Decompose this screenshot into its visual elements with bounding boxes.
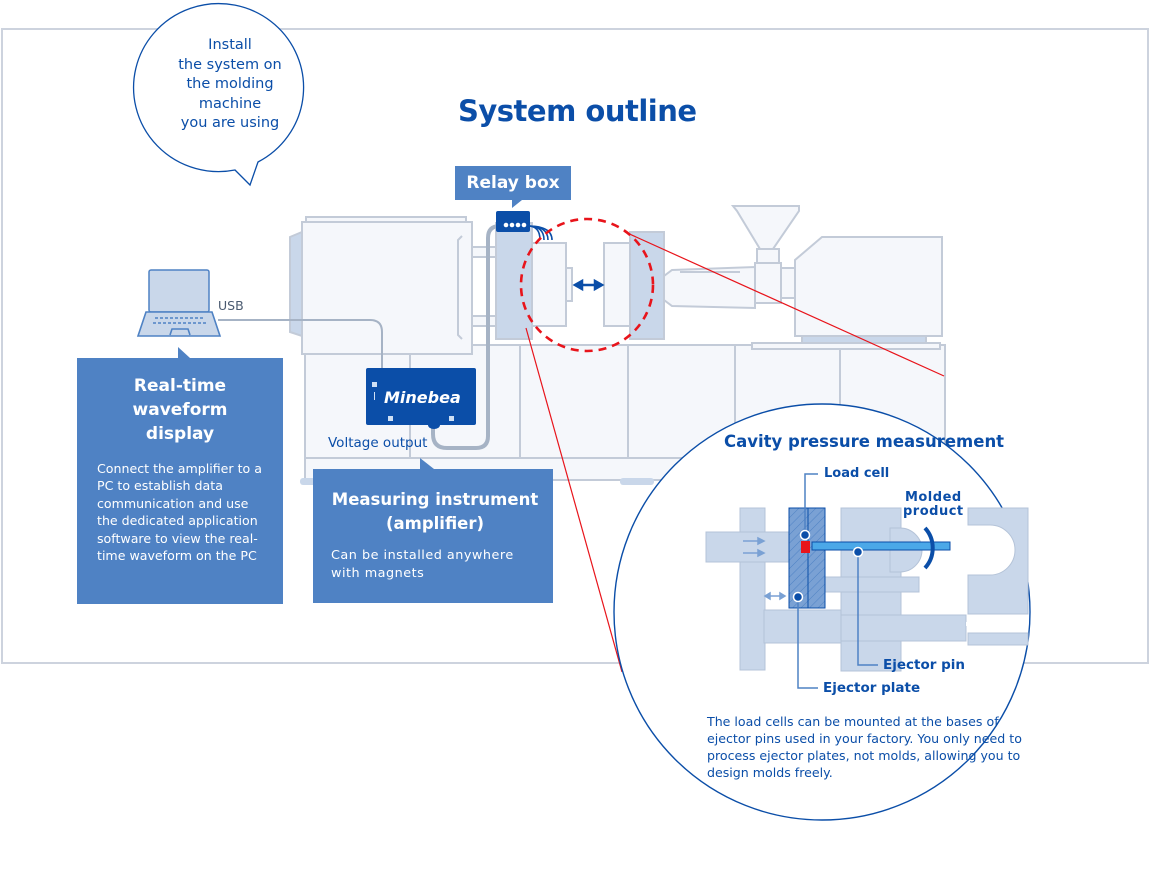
load-cell-label: Load cell (824, 466, 890, 481)
cavity-title: Cavity pressure measurement (724, 432, 1005, 451)
ejector-plate (788, 507, 826, 609)
relay-box-label: Relay box (455, 166, 571, 200)
load-cell (801, 541, 810, 553)
ejector-plate-label: Ejector plate (823, 680, 921, 696)
mold-open-arrow-icon (572, 278, 605, 292)
leader-lines (797, 473, 878, 689)
ejector-pin-label: Ejector pin (883, 657, 965, 673)
relay-callout-pointer (512, 200, 522, 208)
amplifier-brand-logo: Minebea (384, 388, 461, 407)
speech-bubble-text: Install the system on the molding machin… (165, 36, 295, 134)
flow-arrows-icon (743, 536, 787, 601)
callout-body: Can be installed anywhere with magnets (331, 548, 514, 581)
bubble-line: the molding (186, 76, 274, 92)
bubble-line: you are using (180, 115, 280, 131)
callout-heading: Measuring instrument (amplifier) (331, 490, 539, 533)
bubble-line: Install (208, 37, 252, 53)
leader-dots (792, 529, 864, 603)
measuring-instrument-callout: Measuring instrument (amplifier) Can be … (313, 469, 553, 603)
molded-product (923, 526, 935, 570)
ejector-pin (811, 541, 951, 551)
bubble-line: the system on (178, 56, 282, 73)
amplifier-device (366, 368, 476, 429)
molded-product-label: Molded product (903, 491, 964, 519)
injection-unit (663, 205, 943, 350)
callout-heading: Real-time waveform display (132, 376, 228, 444)
molded-product-label-line: product (903, 504, 964, 519)
laptop-icon (136, 269, 222, 337)
machine-foot (620, 478, 654, 485)
clamping-unit (289, 216, 665, 355)
speech-bubble (132, 2, 305, 187)
cavity-description: The load cells can be mounted at the bas… (707, 714, 1022, 780)
highlight-circle (519, 217, 655, 353)
callout-body: Connect the amplifier to a PC to establi… (97, 461, 262, 564)
voltage-output-label: Voltage output (328, 435, 428, 451)
relay-box-device (496, 211, 530, 232)
bubble-line: machine (198, 95, 262, 112)
measuring-callout-pointer (420, 458, 434, 469)
usb-label: USB (218, 298, 244, 313)
realtime-waveform-callout: Real-time waveform display Connect the a… (77, 358, 283, 604)
molded-product-label-line: Molded (904, 490, 962, 505)
page-title: System outline (458, 94, 697, 128)
realtime-callout-pointer (178, 347, 190, 358)
